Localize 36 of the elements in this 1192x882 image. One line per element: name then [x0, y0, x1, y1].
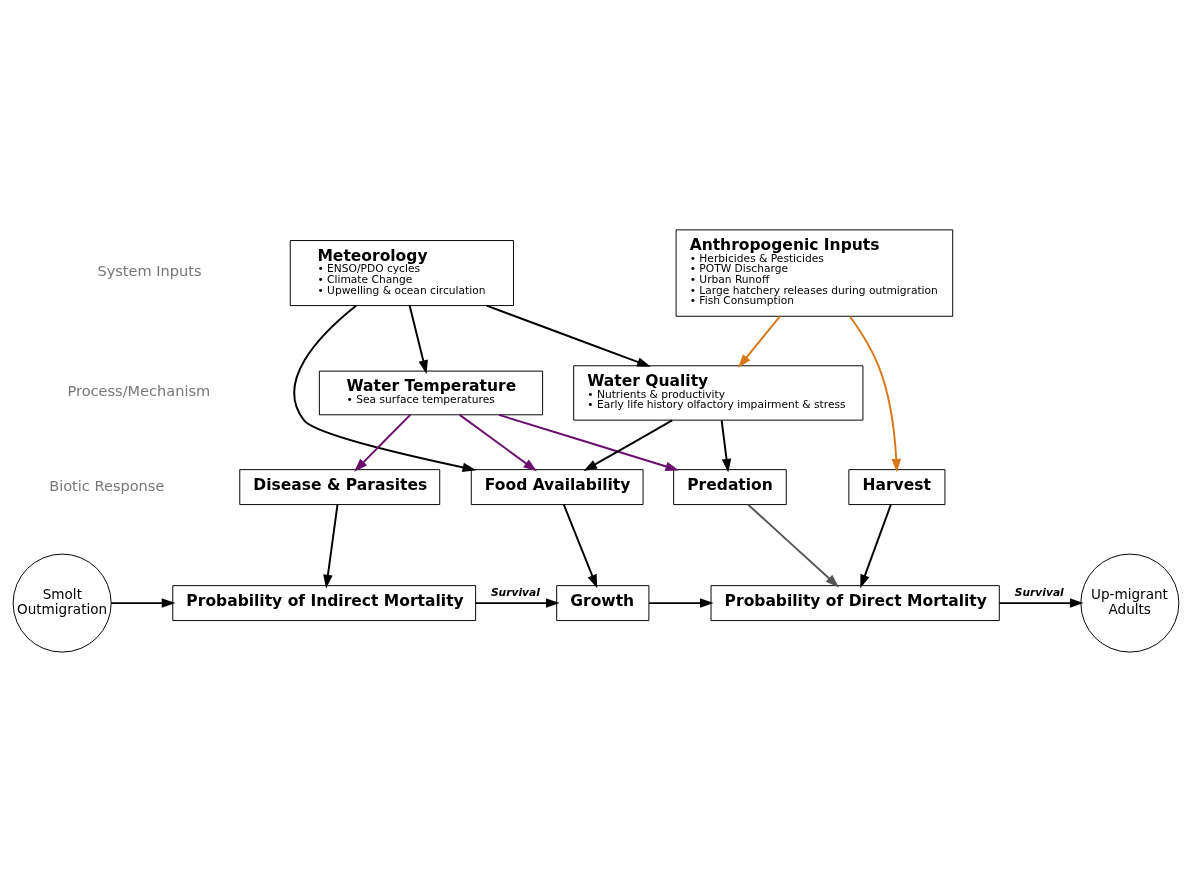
arrow [408, 304, 428, 374]
arrow [562, 503, 598, 589]
arrow [860, 503, 892, 589]
arrow [849, 315, 901, 473]
node-box: Anthropogenic Inputs • Herbicides & Pesticides • POTW Discharge • Urban Runoff • Large hatchery releases during outmigration • Fish Consumption [675, 229, 954, 317]
arrow [354, 413, 412, 472]
arrow [474, 598, 560, 608]
node-box: Probability of Direct Mortality [710, 585, 1000, 622]
node-box: Probability of Indirect Mortality [172, 585, 477, 622]
node-box: Water Quality • Nutrients & productivity • Early life history olfactory impairment & stress [573, 365, 864, 421]
label: System Inputs [97, 262, 202, 280]
arrow [110, 598, 176, 608]
arrow [458, 413, 537, 472]
arrow [648, 598, 714, 608]
arrow [485, 304, 651, 367]
node-box: Growth [556, 585, 650, 622]
node-box: Predation [673, 469, 787, 506]
node-box: Harvest [848, 469, 946, 506]
edge-label: Survival [490, 586, 540, 600]
node-circle: Smolt Outmigration [12, 553, 112, 653]
arrow [323, 503, 339, 589]
label: Process/Mechanism [67, 382, 211, 400]
arrow [747, 503, 840, 588]
arrow [738, 315, 781, 368]
node-circle: Up-migrant Adults [1080, 553, 1180, 653]
node-box: Water Temperature • Sea surface temperatures [318, 370, 544, 416]
arrow [583, 419, 674, 472]
arrow [998, 598, 1084, 608]
arrow [720, 419, 732, 473]
node-box: Meteorology • ENSO/PDO cycles • Climate Change • Upwelling & ocean circulation [289, 240, 514, 307]
arrow [293, 304, 477, 473]
edge-label: Survival [1014, 586, 1064, 600]
label: Biotic Response [49, 476, 165, 494]
arrow [497, 413, 680, 471]
node-box: Food Availability [470, 469, 644, 506]
node-box: Disease & Parasites [239, 469, 441, 506]
